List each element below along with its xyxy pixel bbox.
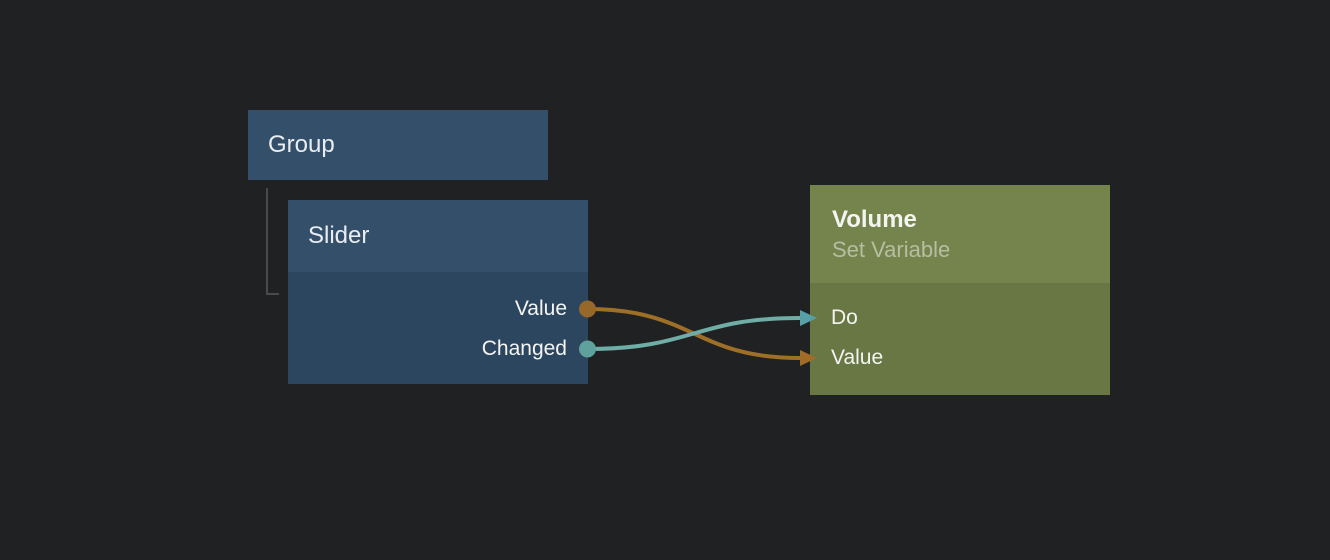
output-port-changed[interactable] [579, 341, 596, 358]
output-port-value[interactable] [579, 301, 596, 318]
hierarchy-link [266, 188, 279, 295]
node-volume-body: Do Value [810, 283, 1110, 395]
input-port-row-do: Do [810, 298, 1110, 338]
output-port-label-value: Value [514, 297, 567, 320]
wire-slider-changed-to-volume-do[interactable] [585, 316, 802, 351]
node-group-title: Group [268, 131, 335, 158]
node-slider[interactable]: Slider Value Changed [288, 200, 588, 384]
node-slider-header[interactable]: Slider [288, 200, 588, 272]
output-port-label-changed: Changed [481, 337, 567, 360]
input-port-row-value: Value [810, 338, 1110, 378]
output-port-row-value: Value [288, 289, 588, 329]
node-slider-body: Value Changed [288, 272, 588, 384]
node-volume-subtitle: Set Variable [832, 236, 951, 262]
wire-slider-value-to-volume-value[interactable] [585, 307, 802, 360]
input-port-do[interactable] [800, 310, 817, 326]
input-port-label-do: Do [831, 306, 858, 329]
input-port-value[interactable] [800, 350, 817, 366]
node-group-header[interactable]: Group [248, 110, 548, 180]
node-volume-title: Volume [832, 205, 917, 233]
node-volume[interactable]: Volume Set Variable Do Value [810, 185, 1110, 395]
node-volume-header[interactable]: Volume Set Variable [810, 185, 1110, 283]
node-slider-title: Slider [308, 222, 370, 249]
input-port-label-value: Value [831, 346, 884, 369]
node-group[interactable]: Group [248, 110, 548, 180]
output-port-row-changed: Changed [288, 329, 588, 369]
